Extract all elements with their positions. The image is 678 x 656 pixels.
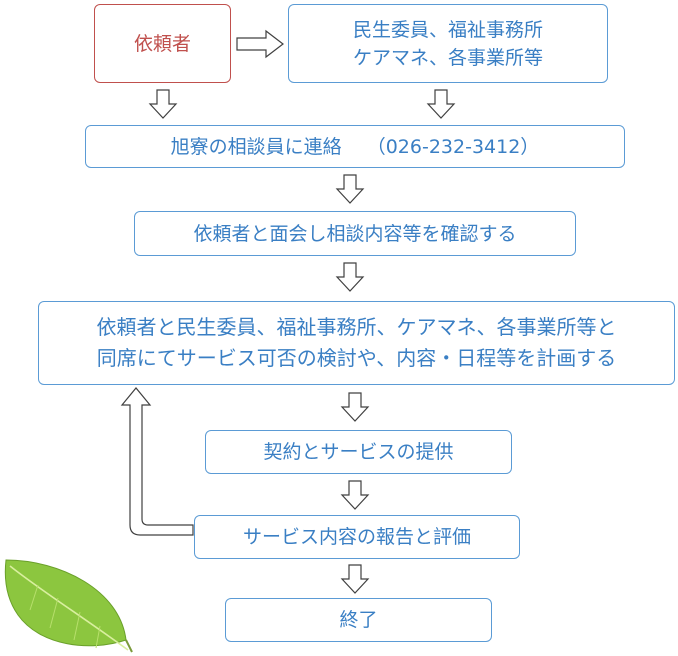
leaf-illustration [4, 559, 133, 653]
meeting-box: 依頼者と民生委員、福祉事務所、ケアマネ、各事業所等と 同席にてサービス可否の検討… [38, 301, 675, 385]
partners-line2: ケアマネ、各事業所等 [352, 46, 543, 69]
loop-back-arrow [120, 387, 194, 536]
contact-box: 旭寮の相談員に連絡 （026-232-3412） [85, 125, 625, 168]
arrow-right [236, 29, 284, 59]
contract-box: 契約とサービスの提供 [205, 430, 512, 474]
meeting-line2: 同席にてサービス可否の検討や、内容・日程等を計画する [96, 346, 617, 370]
report-label: サービス内容の報告と評価 [242, 526, 471, 548]
arrow-down [426, 89, 456, 119]
end-label: 終了 [339, 609, 378, 631]
contract-label: 契約とサービスの提供 [263, 441, 454, 463]
arrow-down [340, 392, 370, 422]
requester-label: 依頼者 [133, 32, 191, 55]
meeting-line1: 依頼者と民生委員、福祉事務所、ケアマネ、各事業所等と [96, 315, 617, 339]
partners-box: 民生委員、福祉事務所 ケアマネ、各事業所等 [288, 4, 608, 83]
end-box: 終了 [225, 598, 492, 642]
interview-box: 依頼者と面会し相談内容等を確認する [134, 211, 576, 256]
requester-box: 依頼者 [94, 4, 231, 83]
interview-label: 依頼者と面会し相談内容等を確認する [193, 222, 517, 245]
arrow-down [148, 89, 178, 119]
report-box: サービス内容の報告と評価 [194, 515, 520, 559]
partners-line1: 民生委員、福祉事務所 [352, 18, 543, 41]
arrow-down [335, 174, 365, 204]
arrow-down [340, 480, 370, 510]
arrow-down [335, 262, 365, 292]
arrow-down [340, 564, 370, 594]
contact-label: 旭寮の相談員に連絡 （026-232-3412） [170, 135, 540, 158]
